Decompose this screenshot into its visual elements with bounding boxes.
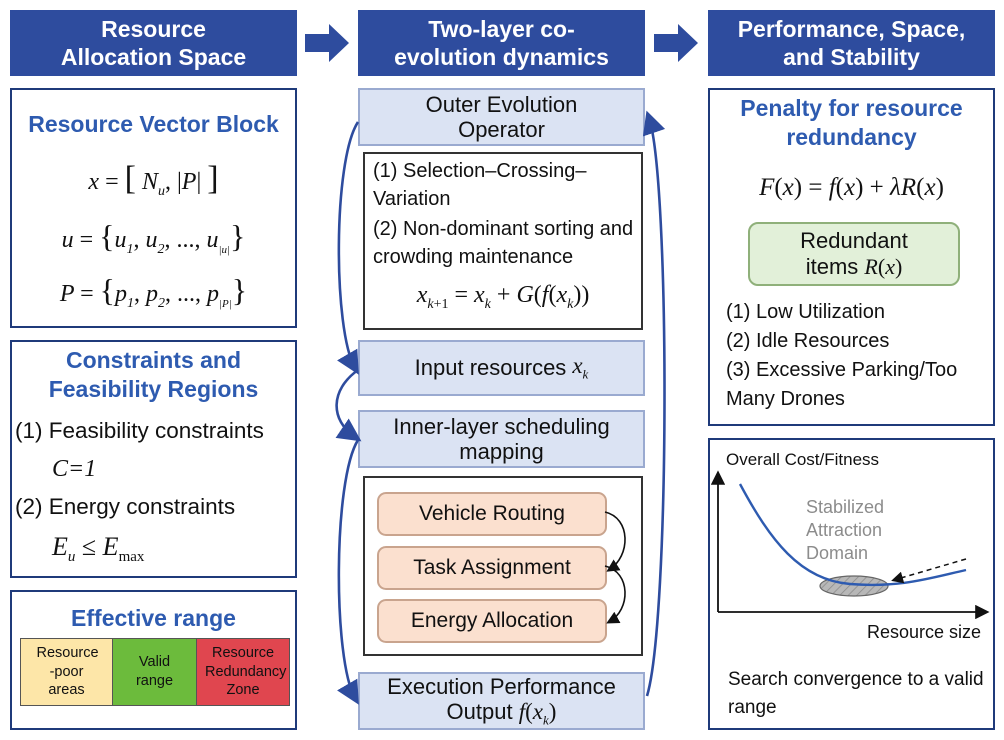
header-performance-space-stability: Performance, Space, and Stability — [708, 10, 995, 76]
header-resource-allocation-space: Resource Allocation Space — [10, 10, 297, 76]
header-two-layer-dynamics: Two-layer co-evolution dynamics — [358, 10, 645, 76]
vehicle-routing-pill: Vehicle Routing — [377, 492, 607, 536]
middle-flow-arrows — [335, 110, 666, 705]
inner-scheduling-label: Inner-layer scheduling mapping — [393, 413, 610, 464]
header-middle-label: Two-layer co-evolution dynamics — [394, 15, 609, 70]
constraints-title: Constraints and Feasibility Regions — [48, 347, 259, 402]
outer-evolution-operator-box: Outer Evolution Operator — [358, 88, 645, 146]
energy-allocation-pill: Energy Allocation — [377, 599, 607, 643]
input-resources-symbol: xk — [572, 353, 589, 382]
feasibility-constraint-label: (1) Feasibility constraints — [15, 418, 264, 443]
range-cell-redundancy: Resource Redundancy Zone — [197, 639, 289, 705]
formula-p-set: P = {p1, p2, ..., p|P|} — [59, 272, 248, 311]
step-selection-crossing: (1) Selection–Crossing–Variation — [373, 160, 587, 210]
penalty-title: Penalty for resource redundancy — [740, 95, 963, 150]
cost-curve-chart — [710, 470, 990, 620]
execution-output-box: Execution Performance Output f(xk) — [358, 672, 645, 730]
redundant-items-box: Redundant items R(x) — [748, 222, 960, 286]
execution-output-symbol: f(xk) — [518, 698, 557, 728]
attraction-domain-annotation: Stabilized Attraction Domain — [806, 497, 885, 564]
redundancy-list-item: (2) Idle Resources — [726, 330, 890, 352]
resource-vector-title: Resource Vector Block — [28, 111, 279, 137]
redundant-items-symbol: R(x) — [864, 254, 903, 279]
redundancy-list: (1) Low Utilization (2) Idle Resources (… — [726, 298, 994, 414]
pill-flow-arrows — [604, 511, 626, 624]
scheduling-subtasks-panel: Vehicle Routing Task Assignment Energy A… — [363, 476, 643, 656]
redundancy-list-item: (1) Low Utilization — [726, 301, 885, 323]
header-right-label: Performance, Space, and Stability — [737, 15, 966, 70]
range-cell-valid: Valid range — [113, 639, 197, 705]
convergence-text: Search convergence to a valid range — [728, 669, 984, 718]
chart-xlabel: Resource size — [866, 622, 981, 642]
header-arrow-2 — [654, 24, 698, 62]
outer-evolution-operator-label: Outer Evolution Operator — [425, 91, 578, 142]
cost-curve — [738, 483, 967, 587]
constraints-panel: Constraints and Feasibility Regions (1) … — [10, 340, 297, 578]
task-assignment-pill: Task Assignment — [377, 546, 607, 590]
input-resources-box: Input resources xk — [358, 340, 645, 396]
inner-scheduling-box: Inner-layer scheduling mapping — [358, 410, 645, 468]
operator-steps-panel: (1) Selection–Crossing–Variation (2) Non… — [363, 152, 643, 330]
chart-ylabel: Overall Cost/Fitness — [726, 450, 880, 469]
resource-vector-panel: Resource Vector Block x = [ Nu, |P| ] u … — [10, 88, 297, 328]
redundancy-list-item: (3) Excessive Parking/Too Many Drones — [726, 359, 958, 410]
step-non-dominant-sorting: (2) Non-dominant sorting and crowding ma… — [373, 218, 634, 268]
penalty-panel: Penalty for resource redundancy F(x) = f… — [708, 88, 995, 426]
formula-iteration: xk+1 = xk + G(f(xk)) — [416, 282, 590, 312]
convergence-panel: Overall Cost/Fitness Stabilized Attracti… — [708, 438, 995, 730]
input-resources-label: Input resources — [414, 355, 567, 381]
header-left-label: Resource Allocation Space — [60, 15, 247, 70]
energy-constraint-label: (2) Energy constraints — [15, 494, 236, 519]
effective-range-title: Effective range — [71, 605, 236, 631]
redundant-items-label: Redundant items — [800, 227, 908, 279]
effective-range-bar: Resource -poor areas Valid range Resourc… — [20, 638, 290, 706]
formula-u-set: u = {u1, u2, ..., u|u|} — [61, 218, 246, 257]
penalty-formula: F(x) = f(x) + λR(x) — [759, 174, 944, 201]
feasibility-formula: C=1 — [52, 456, 97, 482]
execution-output-label: Execution Performance Output f(xk) — [387, 673, 616, 728]
formula-x-vector: x = [ Nu, |P| ] — [88, 160, 219, 199]
range-cell-resource-poor: Resource -poor areas — [21, 639, 113, 705]
energy-formula: Eu ≤ Emax — [52, 532, 145, 566]
effective-range-panel: Effective range Resource -poor areas Val… — [10, 590, 297, 730]
header-arrow-1 — [305, 24, 349, 62]
